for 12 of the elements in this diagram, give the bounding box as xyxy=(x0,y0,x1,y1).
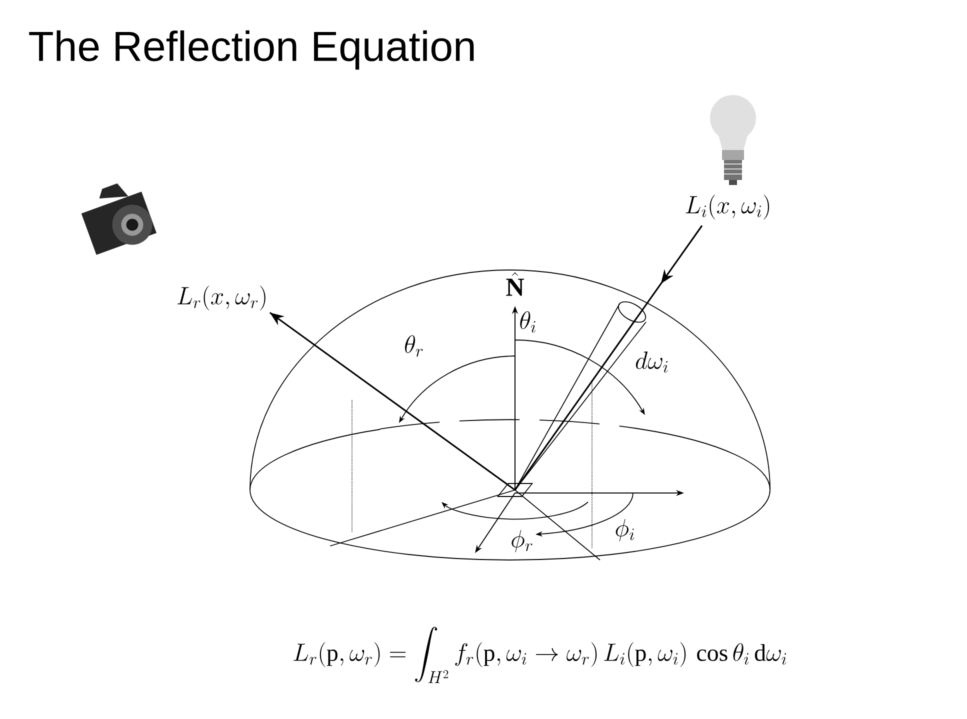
ray-label: $L_r(x,\omega_r)$ xyxy=(178,286,266,310)
angle-label: $\phi_r$ xyxy=(512,530,532,552)
title: The Reflection Equation xyxy=(29,30,474,70)
angle-label: $\phi_i$ xyxy=(616,518,634,542)
ray-arrow xyxy=(269,312,516,491)
angle-label: $\theta_i$ xyxy=(520,311,536,333)
ray-arrow xyxy=(514,225,703,490)
angle-label: $d\omega_i$ xyxy=(636,352,668,373)
angle-label: $\hat{\mathbf{N}}$ xyxy=(506,272,524,296)
ray-label: $L_i(x,\omega_i)$ xyxy=(686,194,770,220)
angle-label: $\theta_r$ xyxy=(405,335,423,357)
equation: $L_r(\mathrm{p},\omega_r) = \int_{H^2} f_r(\mathrm{p},\omega_i \to \omega_r)\, L_i(\mathrm{p},\omega_i)\, \cos\theta_i \,\mathrm{d}\omega_i$ xyxy=(294,626,786,684)
